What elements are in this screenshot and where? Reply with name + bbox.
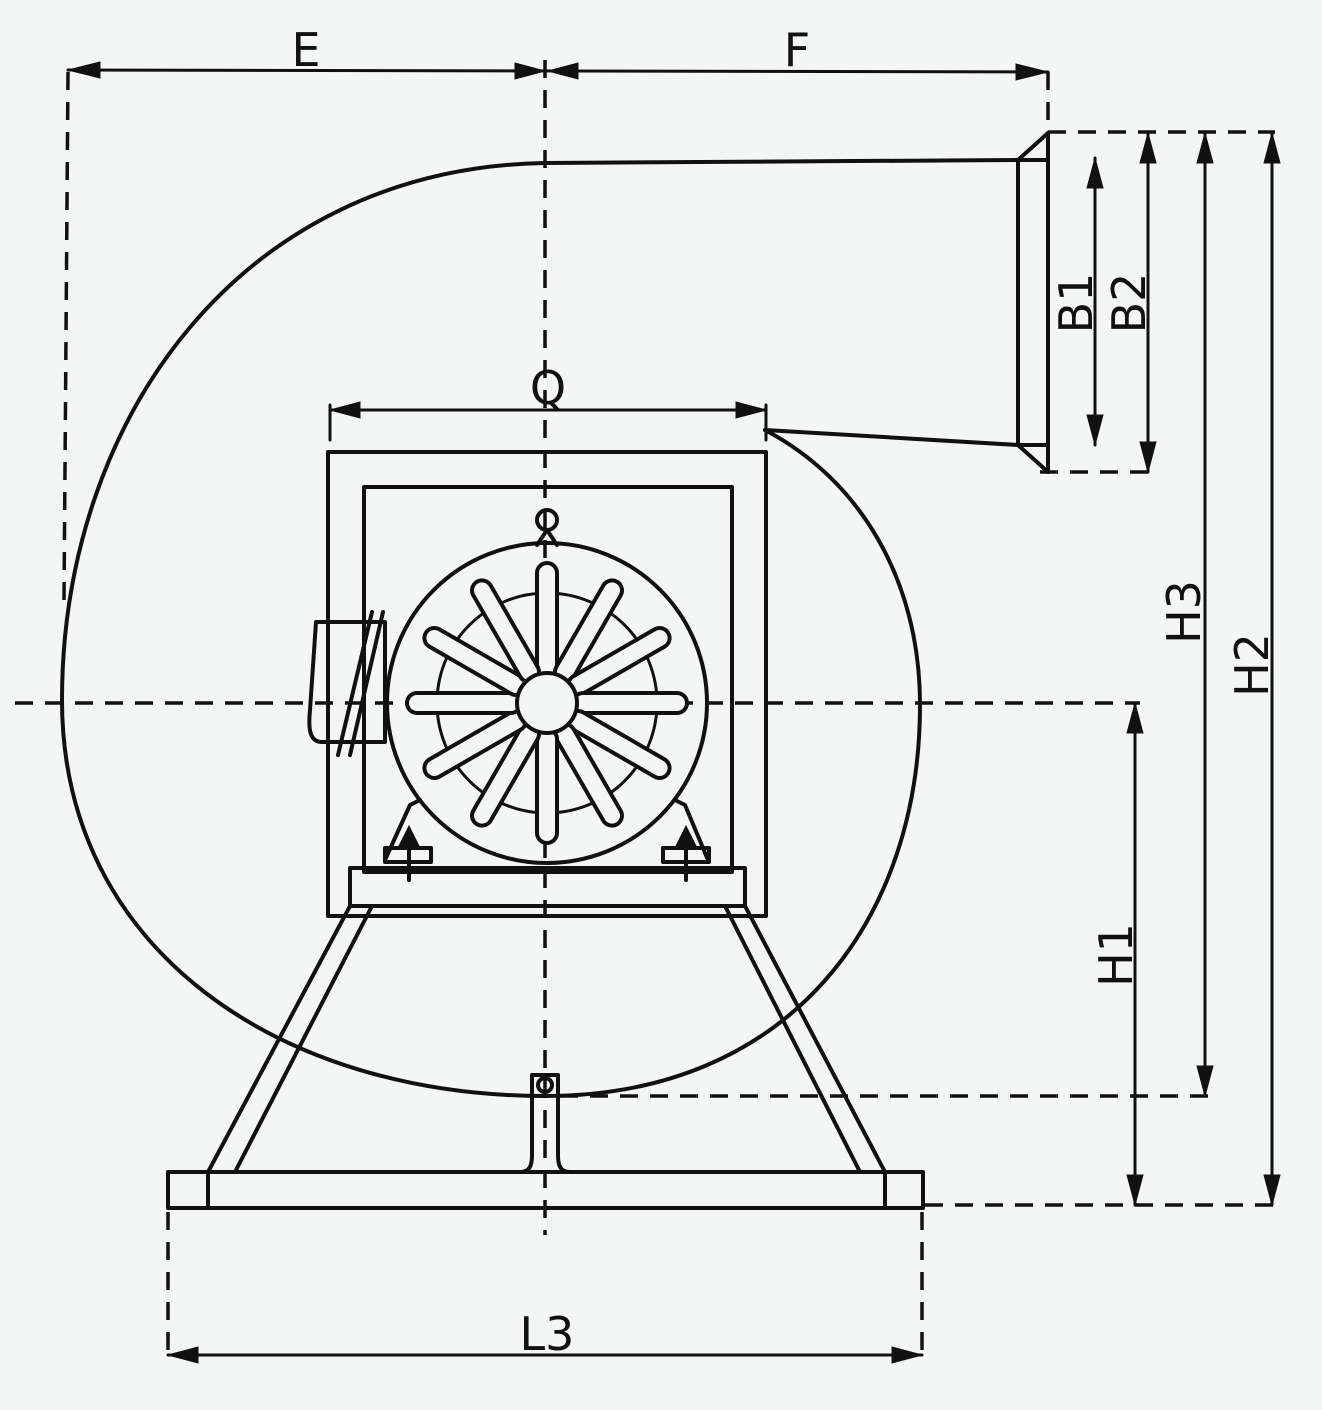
fan-spoke (426, 713, 524, 776)
label-h2: H2 (1225, 633, 1279, 697)
fan-spoke (426, 630, 524, 693)
fan-hub (515, 671, 579, 735)
base-stand (166, 866, 925, 1210)
label-l3: L3 (520, 1307, 575, 1361)
label-b2: B2 (1102, 273, 1156, 334)
dimension-labels: E F Q B1 B2 H3 H2 H1 L3 (291, 23, 1279, 1361)
fan-spoke (557, 726, 620, 824)
fan-spoke (570, 713, 668, 776)
dimension-lines (66, 61, 1281, 1364)
fan-cover-spokes (405, 561, 689, 845)
label-h3: H3 (1157, 580, 1211, 644)
fan-spoke (474, 582, 537, 680)
label-f: F (784, 23, 810, 77)
left-extension-line (62, 71, 70, 601)
label-h1: H1 (1089, 923, 1143, 987)
volute-casing (60, 131, 1050, 1098)
motor-frame (326, 450, 768, 918)
label-e: E (291, 23, 320, 77)
fan-spoke (474, 726, 537, 824)
label-q: Q (530, 361, 566, 415)
fan-spoke (557, 582, 620, 680)
label-b1: B1 (1049, 273, 1103, 334)
fan-spoke (570, 630, 668, 693)
